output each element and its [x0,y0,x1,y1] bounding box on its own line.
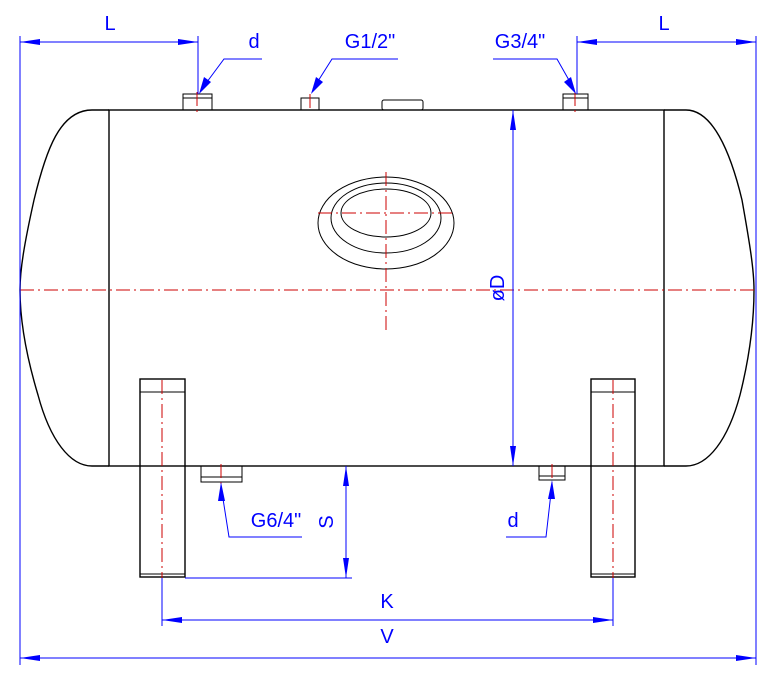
label-g-six-quarter: G6/4" [251,510,301,532]
dimensions [19,36,757,665]
label-l-left: L [104,13,115,35]
leader-g-six-quarter [220,485,302,538]
leader-d-bottom [506,483,553,538]
label-d-top: d [248,31,259,53]
label-diameter: øD [487,275,509,302]
labels: L L d G1/2" G3/4" øD G6/4" S d K V [104,13,669,648]
left-head [19,109,109,467]
right-head [664,109,755,467]
manhole-middle [330,182,442,254]
leader-g-half [312,58,398,90]
label-g-half: G1/2" [345,31,395,53]
label-g-three-quarter: G3/4" [495,31,545,53]
top-nozzles [182,93,589,111]
leader-d-top [200,58,262,91]
manhole-cover-top [381,99,424,111]
bottom-nozzles [200,465,566,483]
tank-body [19,109,755,467]
label-k: K [380,591,394,613]
label-l-right: L [658,13,669,35]
manhole-inner [340,188,432,238]
label-v: V [380,626,394,648]
leader-g-three-quarter [493,58,575,90]
label-s: S [316,515,338,528]
label-d-bottom: d [507,510,518,532]
centerlines [20,92,756,580]
legs [139,378,636,578]
